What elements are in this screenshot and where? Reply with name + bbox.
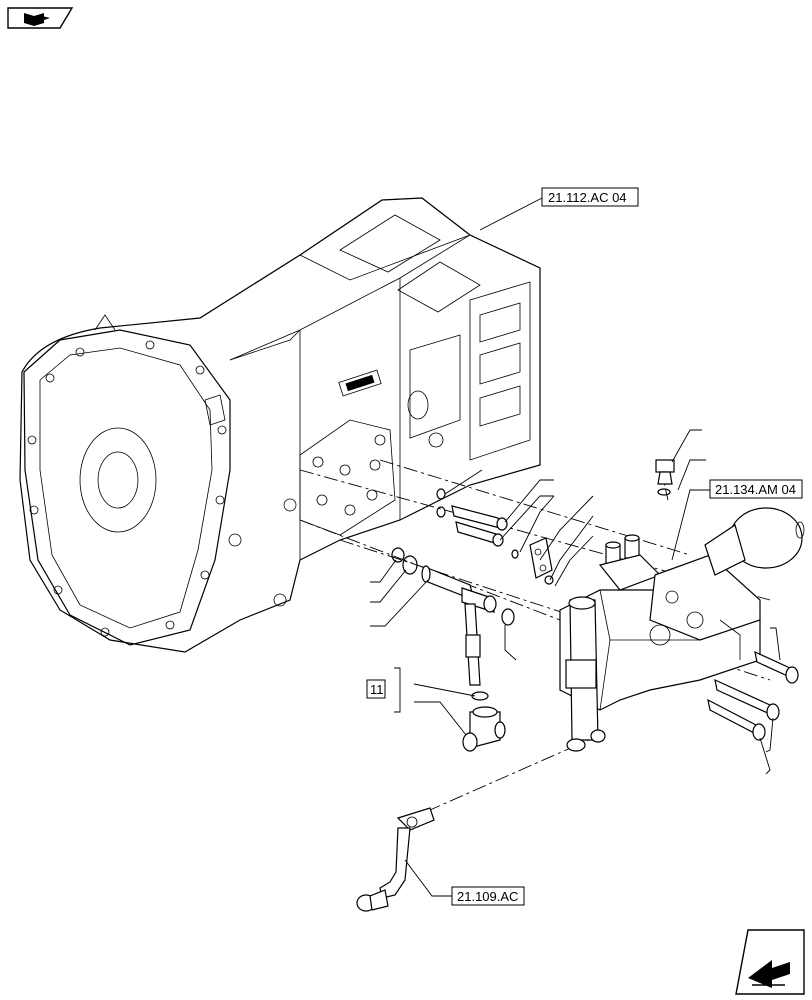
ref-21-109-ac[interactable]: 21.109.AC xyxy=(451,886,525,906)
group-box-11: 11 xyxy=(366,679,386,699)
transmission-housing xyxy=(19,197,541,653)
group-label: 11 xyxy=(370,682,384,697)
oil-pipe xyxy=(421,565,497,686)
leader-lines xyxy=(370,197,781,897)
bolts xyxy=(707,650,799,741)
ref-valve-block-text: 21.134.AM 04 xyxy=(715,482,796,497)
seals xyxy=(391,488,671,701)
tee-fitting xyxy=(462,706,506,752)
return-pipe xyxy=(356,807,435,912)
ref-21-134-am-04[interactable]: 21.134.AM 04 xyxy=(709,479,803,499)
ref-21-112-ac-04[interactable]: 21.112.AC 04 xyxy=(541,187,639,207)
book-page-icon[interactable] xyxy=(7,7,74,29)
valve-block-assembly xyxy=(559,459,761,752)
ref-transmission-housing-text: 21.112.AC 04 xyxy=(548,190,627,205)
dowel-pins xyxy=(451,505,508,547)
next-page-arrow-icon[interactable] xyxy=(735,929,805,995)
ref-pipe-text: 21.109.AC xyxy=(457,889,518,904)
accumulator xyxy=(704,507,805,576)
